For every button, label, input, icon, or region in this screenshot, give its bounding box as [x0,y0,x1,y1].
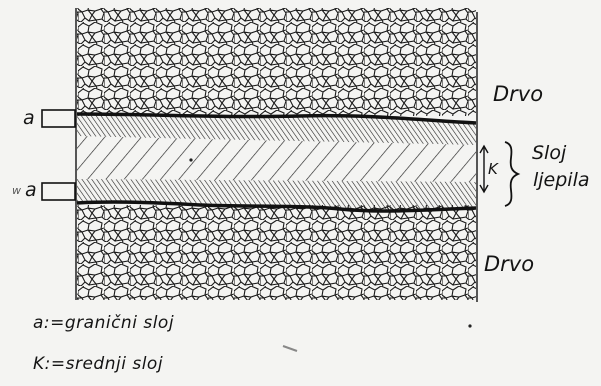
middle-layer-arrow [480,146,488,192]
boundary-marker-top-label: a [23,107,35,129]
glue-layer-brace [505,142,518,206]
wood-bottom-region [77,205,476,300]
legend-item-middle: K:=srednji sloj [33,354,163,374]
pencil-stroke [283,346,297,351]
glue-layer-label-line1: Sloj [532,142,566,164]
speck-1 [189,158,192,161]
boundary-marker-box-top [42,110,75,127]
wood-top-region [77,8,476,116]
glue-layer-label-line2: ljepila [533,169,590,191]
speck-2 [468,324,471,327]
legend-item-boundary: a:=granični sloj [33,313,174,333]
boundary-marker-box-bottom [42,183,75,200]
boundary-prefix-mark: w [12,184,21,197]
wood-bottom-label: Drvo [484,252,534,276]
wood-top-label: Drvo [493,82,543,106]
boundary-marker-bottom-label: a [25,179,37,201]
middle-layer-marker: K [488,160,498,178]
